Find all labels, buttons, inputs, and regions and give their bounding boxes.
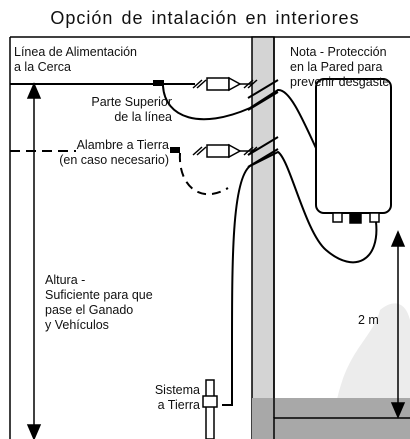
top-of-line-label: Parte Superior de la línea — [86, 95, 172, 125]
height-label-line2: Suficiente para que — [45, 288, 153, 302]
height-label-line3: pase el Ganado — [45, 303, 134, 317]
energizer-terminals — [332, 212, 380, 224]
note-label-line3: prevenir desgaste — [290, 75, 390, 89]
ground-system-label: Sistema a Tierra — [138, 383, 200, 413]
height-label: Altura - Suficiente para que pase el Gan… — [45, 273, 153, 333]
ground-rod — [202, 379, 218, 439]
distance-arrow — [390, 230, 406, 419]
ground-system-label-line2: a Tierra — [157, 398, 200, 412]
energizer-box — [315, 78, 392, 214]
ground-dashed-loop — [178, 152, 229, 195]
fence-line-label-line1: Línea de Alimentación — [14, 45, 138, 59]
diagram-title: Opción de intalación en interiores — [50, 8, 360, 28]
ground-cable — [222, 150, 378, 406]
top-of-line-label-line2: de la línea — [114, 110, 172, 124]
note-label-line1: Nota - Protección — [290, 45, 387, 59]
ground-wire-label-line1: Alambre a Tierra — [75, 138, 170, 152]
ground-wire-clip — [170, 147, 180, 153]
ground-connector — [192, 143, 258, 159]
height-label-line1: Altura - — [45, 273, 86, 287]
fence-connector — [192, 76, 258, 92]
top-of-line-label-line1: Parte Superior — [91, 95, 172, 109]
distance-label: 2 m — [358, 313, 379, 327]
note-label-line2: en la Pared para — [290, 60, 383, 74]
background-shadow — [335, 303, 410, 415]
ground-system-label-line1: Sistema — [154, 383, 200, 397]
note-label: Nota - Protección en la Pared para preve… — [290, 45, 389, 90]
ground-wire-label: Alambre a Tierra (en caso necesario) — [38, 138, 170, 168]
ground-wire-label-line2: (en caso necesario) — [58, 153, 170, 167]
fence-line-label-line2: a la Cerca — [14, 60, 71, 74]
fence-line-clip — [153, 80, 164, 86]
fence-line-label: Línea de Alimentación a la Cerca — [14, 45, 137, 75]
height-label-line4: y Vehículos — [45, 318, 109, 332]
height-arrow — [26, 82, 42, 439]
